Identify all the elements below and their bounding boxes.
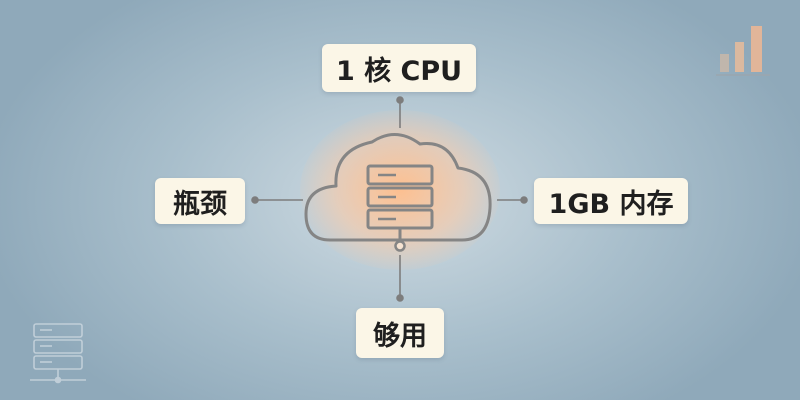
server-rack-icon	[30, 323, 86, 384]
node-memory: 1GB 内存	[534, 178, 688, 224]
cloud-server-icon	[304, 133, 492, 252]
connector-left	[251, 196, 303, 204]
connector-bottom	[396, 255, 404, 302]
node-sufficient: 够用	[356, 308, 444, 358]
bar-chart-icon	[716, 26, 770, 76]
connector-top	[396, 96, 404, 128]
connector-right	[497, 196, 528, 204]
node-bottleneck: 瓶颈	[155, 178, 245, 224]
node-cpu: 1 核 CPU	[322, 44, 476, 92]
